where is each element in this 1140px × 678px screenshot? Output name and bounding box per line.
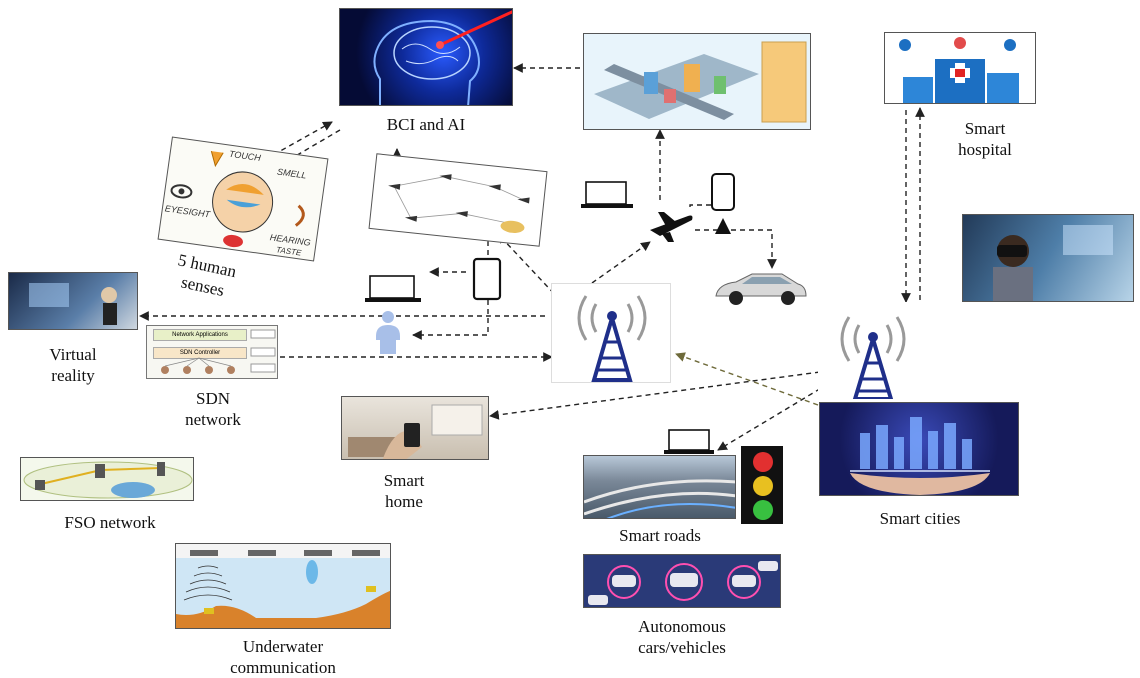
central-tower-image bbox=[551, 283, 671, 383]
airplane-icon bbox=[650, 212, 693, 242]
fso-network-image bbox=[20, 457, 194, 501]
smart-city-image bbox=[583, 33, 811, 130]
smart-roads-image bbox=[583, 455, 736, 519]
five-senses-image: TOUCH SMELL EYESIGHT HEARING TASTE bbox=[157, 136, 329, 262]
autonomous-cars-icon bbox=[588, 561, 778, 605]
bci-ai-label: BCI and AI bbox=[386, 115, 466, 134]
laptop-icon-top bbox=[581, 181, 633, 208]
underwater-label: Underwater communication bbox=[230, 637, 336, 677]
city-grid-icon bbox=[594, 41, 807, 123]
arrow-plane-to-car bbox=[695, 229, 777, 269]
laptop-icon-mid bbox=[365, 275, 421, 302]
sdn-apps-bar: Network Applications bbox=[153, 329, 247, 341]
smart-home-icon bbox=[348, 404, 483, 459]
tablet-icon bbox=[472, 257, 502, 301]
cell-tower-icon-2 bbox=[840, 316, 906, 399]
bci-ai-image bbox=[339, 8, 513, 106]
smart-hospital-image bbox=[884, 32, 1036, 104]
arrow-tower2-to-roads bbox=[717, 383, 829, 451]
phone-icon-top bbox=[711, 173, 735, 234]
smart-cities-image bbox=[819, 402, 1019, 496]
underwater-image bbox=[175, 543, 391, 629]
laptop-icon-roads bbox=[664, 429, 714, 454]
drones-network-image bbox=[368, 153, 548, 247]
vr-user-icon bbox=[29, 283, 117, 325]
fso-links-icon bbox=[23, 461, 193, 499]
arrow-tower-to-plane bbox=[591, 241, 651, 284]
hospital-icon bbox=[899, 37, 1019, 103]
smart-home-label: Smart home bbox=[383, 471, 425, 511]
cell-tower-icon bbox=[577, 295, 647, 382]
autonomous-label: Autonomous cars/vehicles bbox=[638, 617, 726, 657]
person-icon bbox=[376, 311, 400, 354]
brain-head-icon bbox=[373, 10, 512, 105]
underwater-icon bbox=[176, 544, 390, 628]
vr-headset-image bbox=[962, 214, 1134, 302]
smart-cities-label: Smart cities bbox=[879, 509, 961, 528]
traffic-light-icon bbox=[753, 452, 773, 520]
arrow-tablet-to-person bbox=[412, 300, 489, 340]
smart-home-image bbox=[341, 396, 489, 460]
city-hand-icon bbox=[850, 417, 990, 495]
arrow-tower2-to-home bbox=[489, 371, 821, 420]
arrow-plane-to-phone bbox=[689, 199, 725, 209]
highway-icon bbox=[584, 479, 735, 518]
arrow-senses-to-bci bbox=[249, 121, 333, 169]
sdn-network-image: Network Applications SDN Controller bbox=[146, 325, 278, 379]
drones-icon bbox=[388, 174, 530, 233]
sdn-switches-icon bbox=[161, 329, 276, 374]
autonomous-cars-image bbox=[583, 554, 781, 608]
vr-headset-icon bbox=[993, 225, 1113, 301]
arrow-cities-to-tower1 bbox=[675, 352, 819, 406]
traffic-light-image bbox=[741, 446, 783, 524]
senses-head-icon bbox=[170, 150, 305, 248]
right-tower-image bbox=[818, 302, 926, 400]
fso-network-label: FSO network bbox=[64, 513, 156, 532]
arrow-tower-to-drones bbox=[497, 233, 561, 301]
sdn-network-label: SDN network bbox=[185, 389, 241, 429]
virtual-reality-label: Virtual reality bbox=[49, 345, 97, 385]
virtual-reality-image bbox=[8, 272, 138, 330]
smart-roads-label: Smart roads bbox=[619, 526, 701, 545]
car-icon bbox=[715, 273, 807, 305]
smart-hospital-label: Smart hospital bbox=[958, 119, 1012, 159]
